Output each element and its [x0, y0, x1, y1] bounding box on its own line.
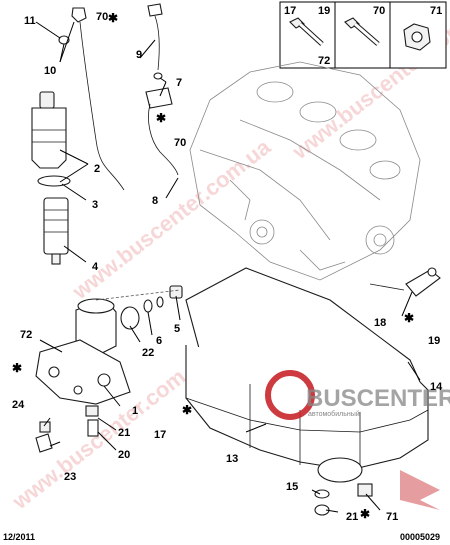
- callout-10: 10: [44, 65, 56, 77]
- callout-2: 2: [94, 163, 100, 175]
- bolt-icon: [289, 17, 324, 46]
- callout-72: 72: [20, 329, 32, 341]
- callout-5: 5: [174, 323, 180, 335]
- inset-label-72: 72: [318, 55, 330, 67]
- dipstick: [58, 7, 125, 191]
- callout-23: 23: [64, 471, 76, 483]
- callout-9: 9: [136, 49, 142, 61]
- callout-3: 3: [92, 199, 98, 211]
- callout-11: 11: [24, 15, 36, 27]
- oil-filter-housing: [31, 91, 71, 265]
- fastener-inset: 17 19 72 70 71: [279, 1, 447, 69]
- asterisk-icon: ✱: [360, 507, 370, 521]
- oil-filter-module: [35, 298, 131, 453]
- callout-21: 21: [118, 427, 130, 439]
- logo-brand-text: BUSCENTER: [306, 385, 450, 412]
- brand-logo: BUSCENTER автомобильный: [265, 370, 450, 510]
- asterisk-icon: ✱: [12, 361, 22, 375]
- callout-7: 7: [176, 77, 182, 89]
- asterisk-icon: ✱: [156, 111, 166, 125]
- callout-4: 4: [92, 261, 99, 273]
- nut-icon: [403, 23, 431, 51]
- asterisk-icon: ✱: [108, 11, 118, 25]
- asterisk-icon: ✱: [404, 311, 414, 325]
- callout-6: 6: [156, 335, 162, 347]
- bolt-icon: [344, 17, 380, 46]
- torque-markers: ✱ ✱ ✱ ✱ ✱ ✱: [12, 11, 414, 521]
- logo-tagline: автомобильный: [308, 410, 360, 418]
- callout-20: 20: [118, 449, 130, 461]
- oil-level-sensor: [369, 267, 441, 297]
- footer-date: 12/2011: [3, 532, 35, 542]
- callouts: 11 10 70 9 7 70 2 3 4 8 5 6 22 72 24 1 2…: [12, 11, 443, 523]
- inset-label-19: 19: [318, 5, 330, 17]
- inset-label-70: 70: [373, 5, 385, 17]
- callout-71: 71: [386, 511, 398, 523]
- callout-24: 24: [12, 399, 25, 411]
- seal-rings: [95, 285, 183, 330]
- oil-tube: [145, 3, 179, 176]
- callout-70: 70: [96, 11, 108, 23]
- callout-19: 19: [428, 335, 440, 347]
- callout-15: 15: [286, 481, 298, 493]
- callout-13: 13: [226, 453, 238, 465]
- callout-22: 22: [142, 347, 154, 359]
- callout-1: 1: [132, 405, 138, 417]
- inset-label-17: 17: [284, 5, 296, 17]
- engine-block: [189, 61, 421, 281]
- footer-code: 00005029: [400, 532, 440, 542]
- callout-14: 14: [430, 381, 443, 393]
- leader-lines: [35, 21, 421, 513]
- callout-8: 8: [152, 195, 158, 207]
- asterisk-icon: ✱: [182, 403, 192, 417]
- callout-70: 70: [174, 137, 186, 149]
- callout-17: 17: [154, 429, 166, 441]
- inset-label-71: 71: [430, 5, 442, 17]
- callout-18: 18: [374, 317, 386, 329]
- callout-21: 21: [346, 511, 358, 523]
